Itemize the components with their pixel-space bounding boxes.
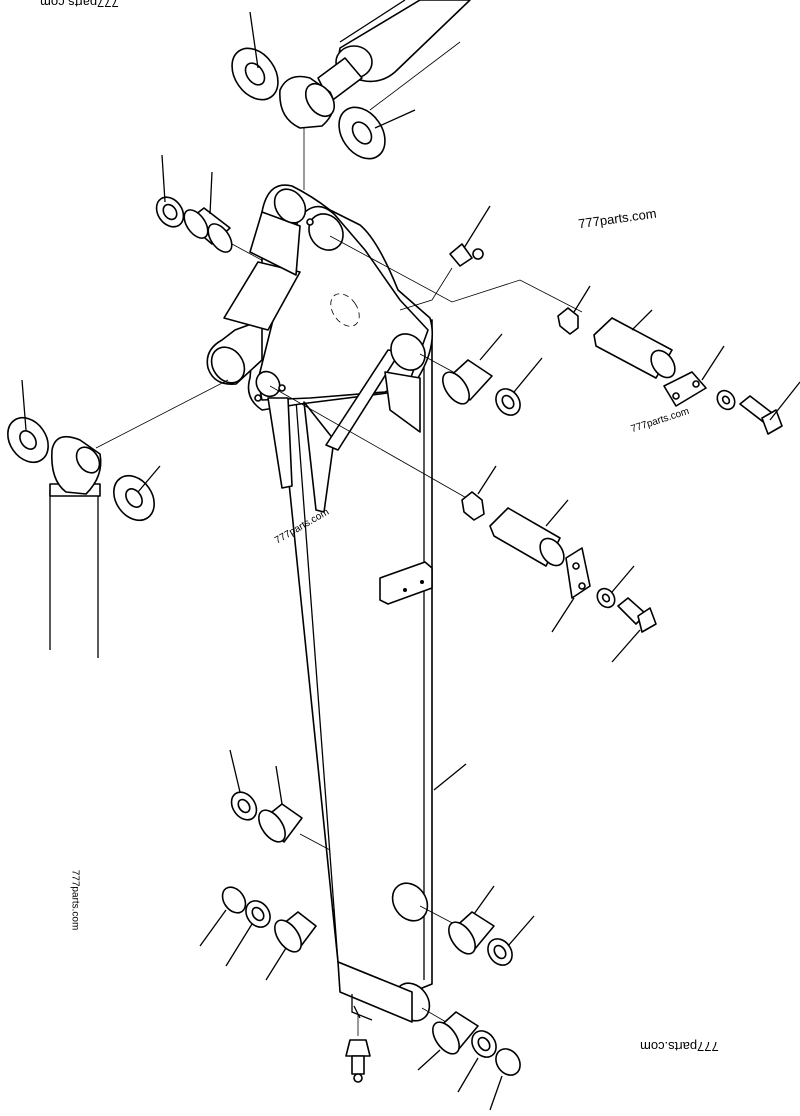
middle-lock-washer bbox=[596, 587, 616, 609]
middle-right-bushing bbox=[442, 359, 493, 405]
upper-lock-bolt bbox=[739, 395, 783, 435]
lower-left-o-ring bbox=[221, 886, 247, 914]
upper-left-washer bbox=[155, 196, 185, 228]
upper-pin bbox=[593, 317, 676, 379]
lower-left-bushing-1 bbox=[258, 803, 303, 843]
left-cyl-washer-left bbox=[7, 416, 49, 464]
top-pin-washer-right bbox=[338, 106, 386, 160]
middle-pin bbox=[489, 507, 565, 567]
top-bushing-eye bbox=[279, 75, 336, 129]
left-cyl-washer-right bbox=[113, 474, 155, 522]
lower-right-bushing-1 bbox=[448, 911, 495, 955]
watermark-top-left: 777parts.com bbox=[40, 0, 119, 10]
middle-lock-bolt bbox=[617, 597, 657, 633]
watermark-bottom-right: 777parts.com bbox=[640, 1039, 719, 1054]
upper-lock-plate bbox=[663, 371, 707, 407]
bottom-o-ring bbox=[495, 1048, 521, 1076]
grease-nipple-middle bbox=[461, 491, 485, 521]
lower-right-washer-1 bbox=[487, 938, 513, 966]
lower-left-bushing-2 bbox=[274, 911, 317, 953]
middle-right-washer bbox=[495, 388, 521, 416]
upper-lock-washer bbox=[716, 389, 736, 411]
lower-left-washer-2 bbox=[245, 900, 271, 928]
grease-nipple-right bbox=[557, 307, 579, 335]
bottom-bushing bbox=[432, 1011, 479, 1055]
grease-fitting-upper bbox=[449, 243, 484, 267]
grease-fitting-bottom bbox=[345, 1014, 371, 1083]
left-hydraulic-cylinder bbox=[49, 435, 102, 658]
top-pin-washer-left bbox=[231, 47, 279, 101]
watermark-left-vertical: 777parts.com bbox=[69, 869, 81, 931]
middle-lock-plate bbox=[565, 547, 591, 599]
lower-left-washer-1 bbox=[230, 791, 258, 821]
bottom-washer bbox=[471, 1030, 497, 1058]
top-hydraulic-cylinder bbox=[317, 0, 471, 111]
upper-left-bushing bbox=[183, 207, 233, 253]
excavator-arm-body bbox=[206, 184, 434, 1023]
